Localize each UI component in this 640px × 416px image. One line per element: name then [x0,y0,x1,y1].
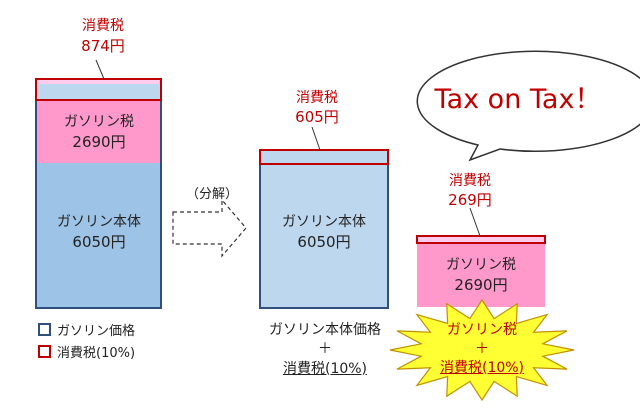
full-price-bar [35,59,162,309]
legend-label: 消費税(10%) [57,346,136,361]
body-label: ガソリン本体 [282,214,366,230]
decompose-label: （分解） [185,187,239,202]
full-body-label: ガソリン本体 [57,214,141,230]
body-segment [36,163,161,308]
body-value: 6050円 [297,233,351,251]
full-consumption-tax-value: 874円 [81,37,125,55]
caption-consumption-tax: 消費税(10%) [282,361,368,377]
body-consumption-tax-value: 605円 [295,108,339,126]
body-price-bar [259,126,389,309]
gasoline-tax-segment [36,100,161,163]
star-plus: ＋ [475,341,489,357]
gasoline-tax-bar [416,207,546,307]
consumption-tax-segment [35,78,162,101]
full-consumption-tax-label: 消費税 [82,18,124,34]
star-line1: ガソリン税 [447,322,517,338]
leader-line [311,126,321,151]
caption-body-price: ガソリン本体価格 [269,322,381,338]
legend-red-square-icon [38,345,51,358]
speech-bubble [416,50,640,162]
bubble-text: Tax on Tax！ [434,84,602,115]
leader-line [95,59,105,80]
gasoline-tax-segment [417,243,545,307]
leader-line [469,207,481,237]
tax-gasoline-tax-value: 2690円 [454,276,508,294]
star-line2: 消費税(10%) [439,360,525,376]
full-body-value: 6050円 [72,233,126,251]
tax-gasoline-tax-label: ガソリン税 [446,257,516,273]
legend-gasoline-price: ガソリン価格 [38,320,135,339]
decompose-arrow-icon [172,198,247,258]
consumption-tax-segment [416,235,546,244]
legend-blue-square-icon [38,323,51,336]
legend-consumption-tax: 消費税(10%) [38,342,135,361]
body-consumption-tax-label: 消費税 [296,90,338,106]
explosion-star-shape [389,298,575,402]
consumption-tax-segment [259,149,389,165]
tax-consumption-tax-value: 269円 [448,191,492,209]
full-gasoline-tax-value: 2690円 [72,133,126,151]
full-gasoline-tax-label: ガソリン税 [64,114,134,130]
tax-on-tax-strip [37,80,160,84]
tax-consumption-tax-label: 消費税 [449,173,491,189]
caption-plus: ＋ [318,341,332,357]
legend-label: ガソリン価格 [57,324,136,339]
